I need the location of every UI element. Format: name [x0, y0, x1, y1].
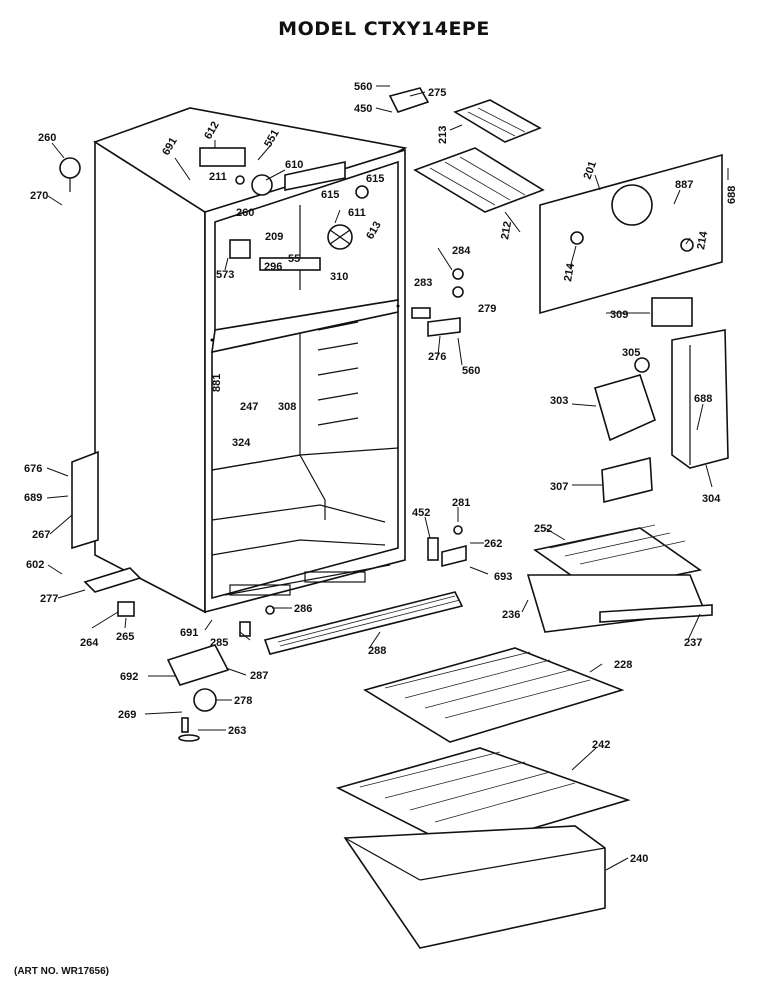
air-damper-housing — [671, 329, 729, 469]
callout-label: 247 — [240, 401, 258, 413]
callout-label: 287 — [250, 670, 268, 682]
callout-label: 450 — [354, 103, 372, 115]
damper-control — [594, 357, 656, 442]
callout-label: 228 — [614, 659, 632, 671]
callout-label: 887 — [675, 179, 693, 191]
callout-label: 309 — [610, 309, 628, 321]
callout-label: 209 — [265, 231, 283, 243]
callout-label: 264 — [80, 637, 99, 649]
callout-label: 689 — [24, 492, 42, 504]
callout-label: 688 — [694, 393, 712, 405]
callout-label: 263 — [228, 725, 246, 737]
callout-label: 265 — [116, 631, 134, 643]
callout-label: 213 — [437, 126, 449, 144]
defrost-timer — [229, 239, 321, 271]
callout-label: 296 — [264, 261, 282, 273]
evaporator-cover — [539, 153, 723, 315]
callout-label: 324 — [232, 437, 251, 449]
callout-label: 240 — [630, 853, 648, 865]
callout-label: 211 — [209, 171, 227, 183]
callout-label: 201 — [582, 160, 600, 181]
callout-label: 214 — [562, 261, 577, 282]
callout-label: 610 — [285, 159, 303, 171]
callout-label: 693 — [494, 571, 512, 583]
page-title: MODEL CTXY14EPE — [278, 18, 490, 40]
callout-label: 611 — [348, 207, 366, 219]
callout-label: 283 — [414, 277, 432, 289]
callout-label: 560 — [462, 365, 480, 377]
callout-label: 55 — [288, 253, 300, 265]
callout-label: 452 — [412, 507, 430, 519]
toe-grille-288 — [263, 591, 464, 655]
callout-label: 602 — [26, 559, 44, 571]
callout-label: 288 — [368, 645, 386, 657]
refrigerator-cabinet — [71, 107, 408, 614]
hinge-pin-260 — [59, 157, 81, 192]
callout-label: 286 — [294, 603, 312, 615]
callout-label: 212 — [499, 220, 514, 240]
art-number: (ART NO. WR17656) — [14, 966, 110, 977]
callout-label: 281 — [452, 497, 470, 509]
callout-label: 214 — [695, 229, 710, 250]
callout-label: 252 — [534, 523, 552, 535]
pan-support-237 — [599, 604, 713, 623]
crisper-pan-236 — [526, 574, 707, 633]
callout-label: 310 — [330, 271, 348, 283]
crisper-drawer-240 — [343, 825, 606, 949]
callout-label: 277 — [40, 593, 58, 605]
callout-label: 260 — [38, 132, 56, 144]
callout-label: 881 — [211, 374, 223, 392]
ice-tray — [453, 99, 542, 143]
callout-label: 262 — [484, 538, 502, 550]
callout-label: 276 — [428, 351, 446, 363]
callout-label: 237 — [684, 637, 702, 649]
part-callouts: 560 275 450 213 201 887 688 260 270 691 … — [24, 81, 738, 865]
callout-label: 236 — [502, 609, 520, 621]
light-socket-housing — [601, 456, 653, 504]
callout-label: 270 — [30, 190, 48, 202]
callout-label: 615 — [321, 189, 339, 201]
callout-label: 275 — [428, 87, 446, 99]
callout-label: 304 — [702, 493, 721, 505]
leader-lines — [46, 85, 729, 871]
callout-label: 285 — [210, 637, 228, 649]
callout-label: 691 — [180, 627, 198, 639]
callout-label: 284 — [452, 245, 471, 257]
label-plate — [651, 297, 693, 327]
callout-label: 573 — [216, 269, 234, 281]
callout-label: 278 — [234, 695, 252, 707]
shelf-228 — [363, 647, 625, 743]
freezer-shelf — [413, 147, 545, 213]
callout-label: 260 — [236, 207, 254, 219]
callout-label: 560 — [354, 81, 372, 93]
crisper-cover-242 — [335, 747, 631, 851]
callout-label: 307 — [550, 481, 568, 493]
callout-label: 688 — [726, 186, 738, 204]
callout-label: 692 — [120, 671, 138, 683]
callout-label: 267 — [32, 529, 50, 541]
callout-label: 242 — [592, 739, 610, 751]
callout-label: 615 — [366, 173, 384, 185]
callout-label: 303 — [550, 395, 568, 407]
callout-label: 305 — [622, 347, 640, 359]
evaporator-fan — [327, 185, 369, 250]
callout-label: 279 — [478, 303, 496, 315]
callout-label: 308 — [278, 401, 296, 413]
icemaker-bracket — [388, 87, 430, 113]
hinge-parts — [411, 268, 467, 568]
callout-label: 269 — [118, 709, 136, 721]
callout-label: 676 — [24, 463, 42, 475]
